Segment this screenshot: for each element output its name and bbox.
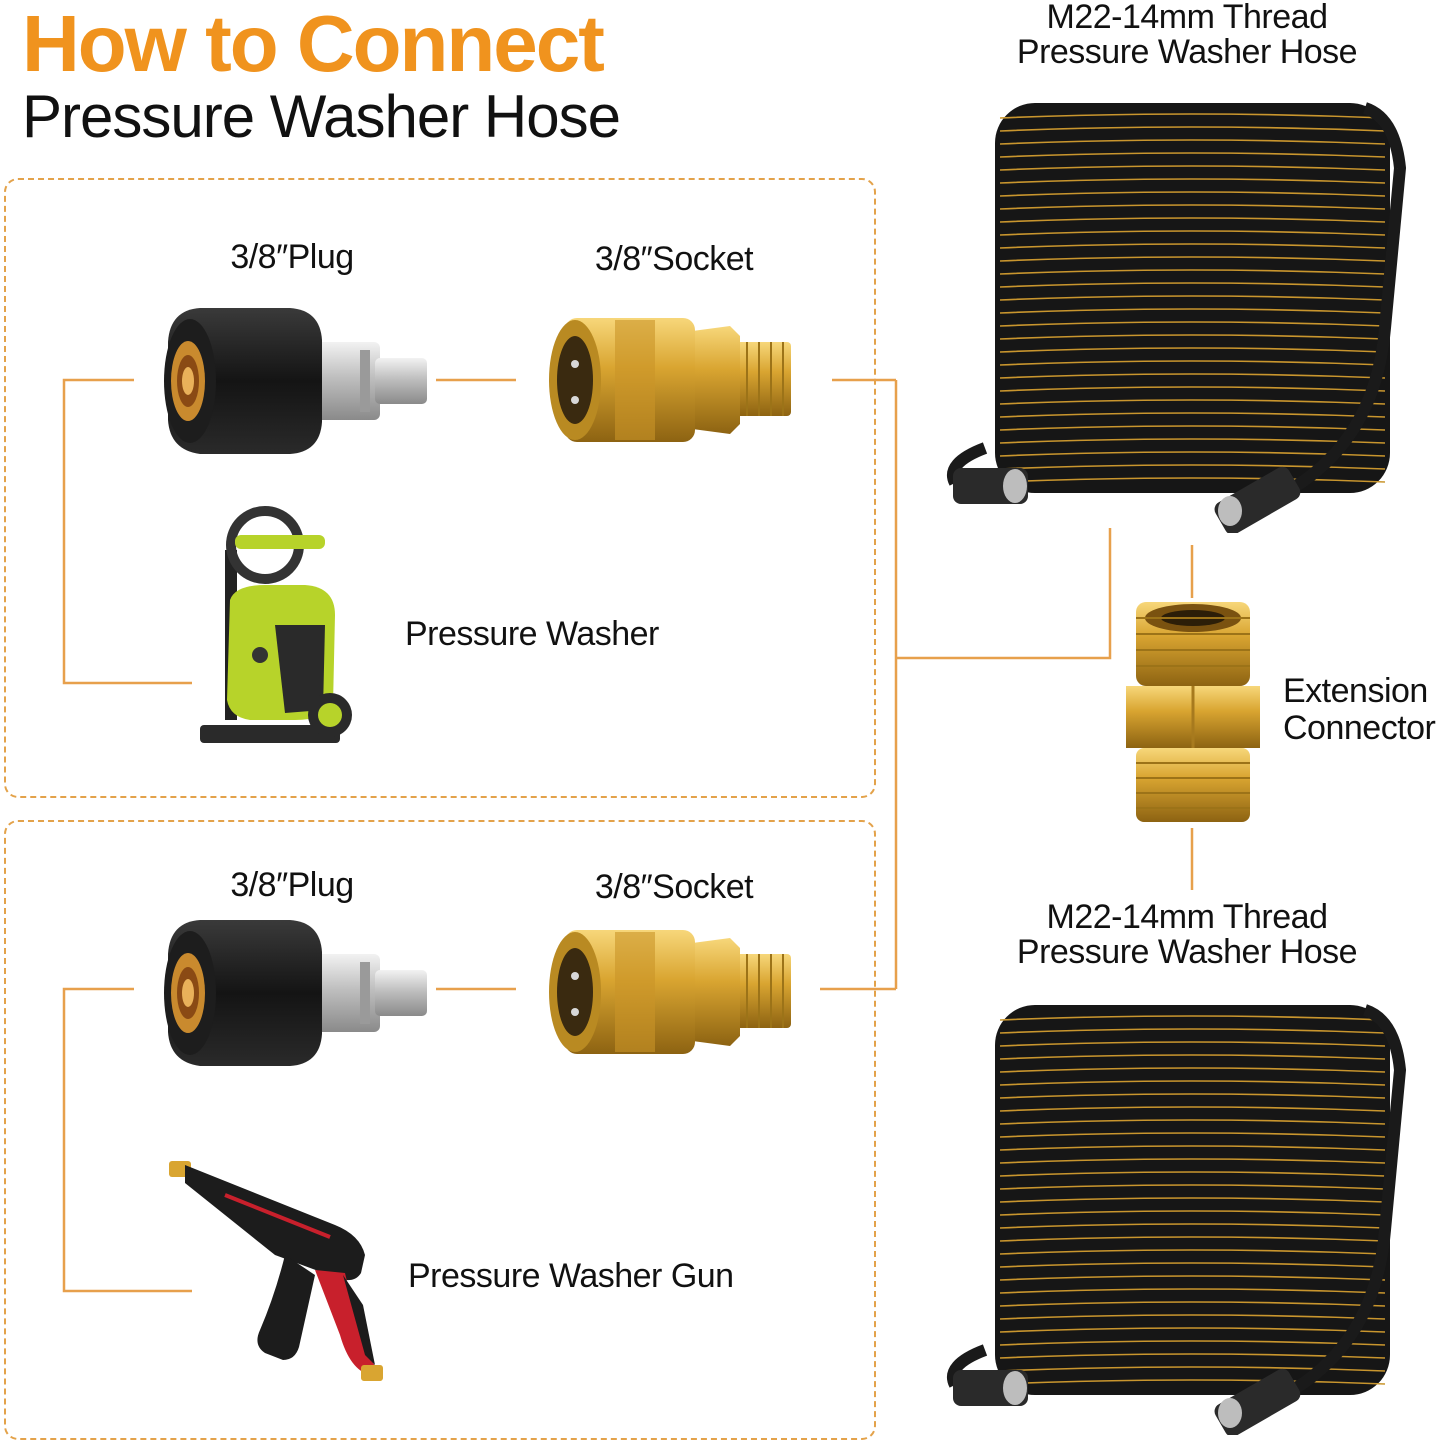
line-bus-to-hose xyxy=(896,528,1112,660)
line-top-plug-to-washer xyxy=(62,378,192,685)
hose-coil-icon xyxy=(947,1004,1407,1435)
extension-connector-icon xyxy=(1126,602,1260,822)
plug-adapter-icon xyxy=(164,920,427,1066)
hose-bottom-title: M22-14mm Thread Pressure Washer Hose xyxy=(977,900,1397,970)
pressure-washer-gun-label: Pressure Washer Gun xyxy=(408,1257,734,1295)
spray-gun-icon xyxy=(169,1161,383,1381)
hose-bottom-title-line1: M22-14mm Thread xyxy=(1046,898,1329,936)
brass-socket-icon xyxy=(549,318,791,442)
page-title: How to Connect xyxy=(22,0,605,88)
hose-top-title: M22-14mm Thread Pressure Washer Hose xyxy=(977,0,1397,70)
top-panel xyxy=(4,178,876,798)
extension-connector-label: Extension Connector xyxy=(1283,672,1436,747)
top-socket-label: 3/8″Socket xyxy=(594,240,754,278)
pressure-washer-icon xyxy=(200,506,352,743)
hose-top-title-line2: Pressure Washer Hose xyxy=(1016,33,1358,71)
line-bottom-plug-to-gun xyxy=(62,987,192,1293)
bottom-panel xyxy=(4,820,876,1440)
bottom-plug-label: 3/8″Plug xyxy=(230,866,354,904)
plug-adapter-icon xyxy=(164,308,427,454)
hose-bottom-title-line2: Pressure Washer Hose xyxy=(1016,933,1358,971)
pressure-washer-label: Pressure Washer xyxy=(405,615,659,653)
extension-connector-line1: Extension xyxy=(1283,672,1428,710)
top-plug-label: 3/8″Plug xyxy=(230,238,354,276)
brass-socket-icon xyxy=(549,930,791,1054)
page-subtitle: Pressure Washer Hose xyxy=(22,83,621,150)
hose-top-title-line1: M22-14mm Thread xyxy=(1046,0,1329,36)
extension-connector-line2: Connector xyxy=(1283,709,1436,747)
bottom-socket-label: 3/8″Socket xyxy=(594,868,754,906)
hose-coil-icon xyxy=(947,102,1407,533)
